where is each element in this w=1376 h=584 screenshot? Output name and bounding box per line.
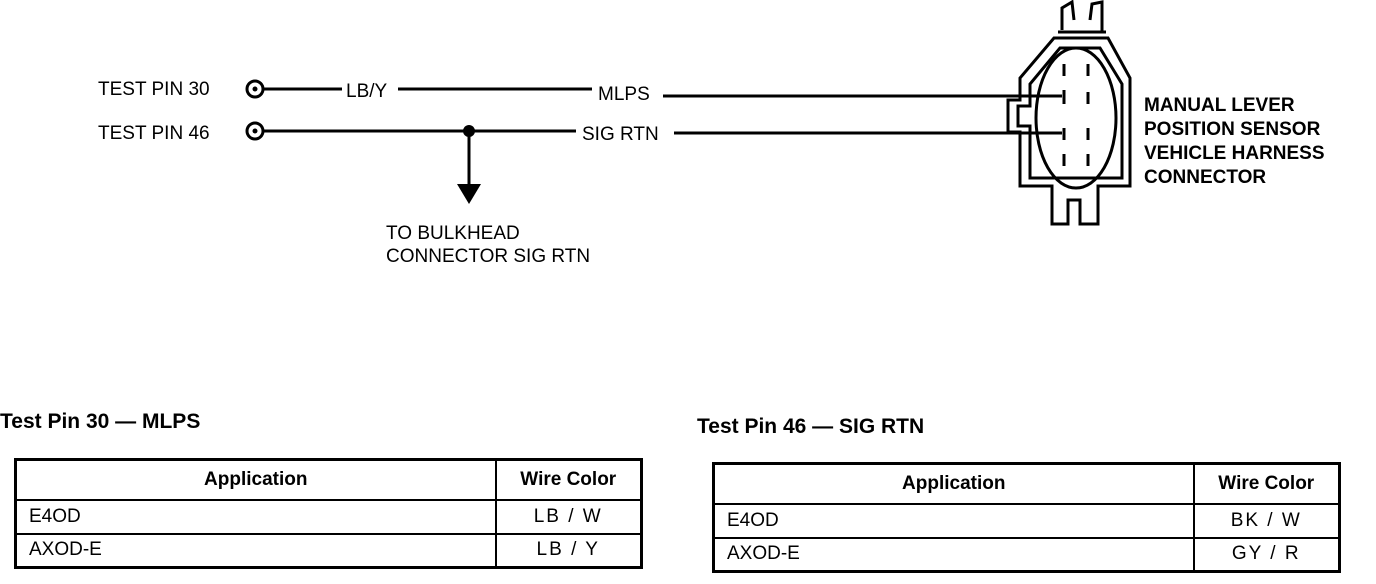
table-1-header-row: Application Wire Color [14, 458, 643, 501]
table-2-header-wire-color: Wire Color [1192, 462, 1341, 505]
pin-46-terminal-icon [245, 121, 265, 141]
connector-icon [1006, 0, 1132, 226]
table-row: AXOD-E LB / Y [14, 532, 643, 569]
table-1: Application Wire Color E4OD LB / W AXOD-… [14, 458, 643, 569]
wiring-diagram: TEST PIN 30 LB/Y MLPS TEST PIN 46 SIG RT… [98, 0, 1325, 267]
mlps-label: MLPS [598, 84, 650, 105]
table-2-row-1-application: E4OD [712, 502, 1195, 539]
table-1-title: Test Pin 30 — MLPS [0, 410, 201, 433]
table-row: E4OD LB / W [14, 498, 643, 535]
connector-label-line-4: CONNECTOR [1144, 167, 1266, 188]
table-2-row-2-application: AXOD-E [712, 536, 1195, 573]
table-2: Application Wire Color E4OD BK / W AXOD-… [712, 462, 1341, 573]
table-1-header-application: Application [14, 458, 497, 501]
table-2-title: Test Pin 46 — SIG RTN [697, 415, 925, 438]
table-2-header-application: Application [712, 462, 1195, 505]
sig-rtn-label: SIG RTN [582, 124, 659, 145]
table-1-row-1-application: E4OD [14, 498, 497, 535]
table-2-row-2-wire-color: GY / R [1192, 536, 1341, 573]
pin-30-label: TEST PIN 30 [98, 79, 210, 100]
pin-46-label: TEST PIN 46 [98, 123, 210, 144]
branch-label-line-2: CONNECTOR SIG RTN [386, 246, 590, 267]
table-2-header-row: Application Wire Color [712, 462, 1341, 505]
table-1-row-2-wire-color: LB / Y [494, 532, 643, 569]
table-row: AXOD-E GY / R [712, 536, 1341, 573]
table-2-row-1-wire-color: BK / W [1192, 502, 1341, 539]
table-1-header-wire-color: Wire Color [494, 458, 643, 501]
pin-30-terminal-icon [245, 79, 265, 99]
branch-arrow-icon [457, 184, 481, 204]
table-row: E4OD BK / W [712, 502, 1341, 539]
pin-30-wire-color: LB/Y [346, 81, 388, 102]
connector-label-line-2: POSITION SENSOR [1144, 119, 1321, 140]
connector-label-line-1: MANUAL LEVER [1144, 95, 1295, 116]
table-1-row-1-wire-color: LB / W [494, 498, 643, 535]
branch-label-line-1: TO BULKHEAD [386, 223, 520, 244]
table-1-row-2-application: AXOD-E [14, 532, 497, 569]
connector-label-line-3: VEHICLE HARNESS [1144, 143, 1325, 164]
